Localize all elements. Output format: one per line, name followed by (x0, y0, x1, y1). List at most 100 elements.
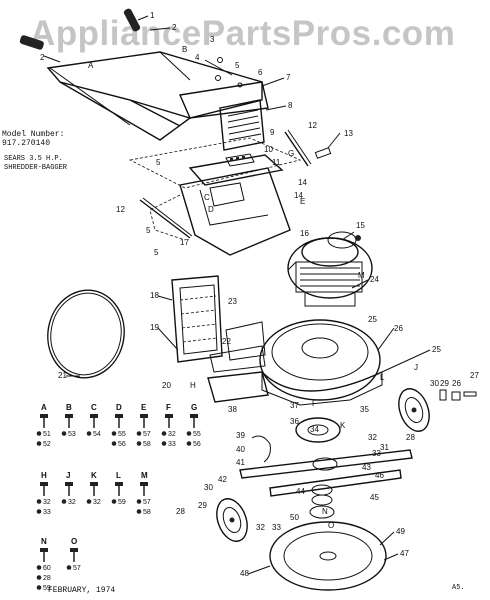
hardware-number: 58 (143, 509, 151, 516)
callout-12b: 12 (116, 205, 125, 214)
hardware-letter: K (91, 471, 97, 480)
callout-49: 49 (396, 527, 405, 536)
hardware-number: 33 (43, 509, 51, 516)
diagram-code: A5. (452, 584, 465, 592)
callout-B: B (182, 45, 187, 54)
hardware-number: 54 (93, 431, 101, 438)
callout-11: 11 (272, 158, 281, 167)
callout-32: 32 (368, 433, 377, 442)
callout-9: 9 (270, 128, 275, 137)
hardware-letter: G (191, 403, 197, 412)
hardware-number: 52 (43, 441, 51, 448)
hardware-number: 32 (68, 499, 76, 506)
blade-adapter-36 (295, 417, 341, 443)
callout-4: 4 (195, 53, 200, 62)
model-info: Model Number: 917.270140 (2, 130, 64, 148)
hardware-item-J: J32 (61, 471, 76, 506)
hardware-item-G: G 55 56 (186, 403, 201, 448)
washer-icon (161, 441, 167, 446)
callout-13: 13 (344, 129, 353, 138)
bolt-head-icon (65, 414, 73, 418)
hardware-letter: A (41, 403, 47, 412)
brand-info: SEARS 3.5 H.P. SHREDDER-BAGGER (4, 155, 67, 173)
hardware-letter: C (91, 403, 97, 412)
hardware-number: 55 (193, 431, 201, 438)
washer-icon (61, 431, 67, 436)
washer-icon (111, 431, 117, 436)
callout-30: 30 (430, 379, 439, 388)
spring-rod-12-left (139, 197, 193, 239)
callout-10: 10 (264, 145, 273, 154)
callout-labels: 1 2 2 3 4 5 6 7 8 9 10 11 12 12 13 14 14… (40, 11, 479, 578)
callout-26b: 26 (452, 379, 461, 388)
callout-16: 16 (300, 229, 309, 238)
callout-43: 43 (362, 463, 371, 472)
callout-23: 23 (228, 297, 237, 306)
washer-icon (36, 499, 42, 504)
callout-31: 31 (380, 443, 389, 452)
callout-7: 7 (286, 73, 291, 82)
callout-2b: 2 (40, 53, 45, 62)
callout-3: 3 (210, 35, 215, 44)
handle-grip-left (19, 35, 44, 50)
mower-deck-housing (209, 319, 383, 406)
callout-44: 44 (296, 487, 305, 496)
hardware-letter: D (116, 403, 122, 412)
hardware-number: 55 (118, 431, 126, 438)
callout-L: L (380, 373, 385, 382)
callout-C: C (204, 193, 210, 202)
wheel-rear (398, 388, 430, 432)
hardware-item-B: B53 (61, 403, 76, 438)
callout-19: 19 (150, 323, 159, 332)
callout-K: K (340, 421, 346, 430)
hardware-number: 53 (68, 431, 76, 438)
hardware-number: 56 (193, 441, 201, 448)
callout-15: 15 (356, 221, 365, 230)
bolt-head-icon (115, 482, 123, 486)
callout-35: 35 (360, 405, 369, 414)
callout-42: 42 (218, 475, 227, 484)
callout-36: 36 (290, 417, 299, 426)
callout-37: 37 (290, 401, 299, 410)
callout-D: D (208, 205, 214, 214)
hardware-number: 32 (168, 431, 176, 438)
spacer-stack (309, 484, 335, 519)
callout-M: M (358, 271, 365, 280)
washer-icon (36, 441, 42, 446)
callout-30b: 30 (204, 483, 213, 492)
leader-lines (43, 15, 431, 575)
callout-5: 5 (235, 61, 240, 70)
washer-icon (36, 509, 42, 514)
callout-26: 26 (394, 324, 403, 333)
washer-icon (161, 431, 167, 436)
washer-icon (36, 431, 42, 436)
hardware-number: 33 (168, 441, 176, 448)
bolt-head-icon (165, 414, 173, 418)
hardware-number: 51 (43, 431, 51, 438)
hardware-letter: O (71, 537, 77, 546)
callout-17: 17 (180, 238, 189, 247)
callout-45: 45 (370, 493, 379, 502)
drive-belt (47, 289, 125, 379)
date-text: FEBRUARY, 1974 (48, 586, 116, 595)
callout-25b: 25 (432, 345, 441, 354)
discharge-chute-38 (207, 371, 269, 403)
callout-G: G (288, 149, 294, 158)
callout-22: 22 (222, 337, 231, 346)
callout-5b: 5 (156, 158, 161, 167)
hardware-number: 57 (73, 565, 81, 572)
watermark: AppliancePartsPros.com (30, 14, 456, 53)
hardware-letter: H (41, 471, 47, 480)
brand-line-1: SEARS 3.5 H.P. (4, 155, 63, 163)
washer-icon (111, 441, 117, 446)
washer-icon (66, 565, 72, 570)
hardware-number: 57 (143, 431, 151, 438)
callout-5c: 5 (146, 226, 151, 235)
bolt-head-icon (115, 414, 123, 418)
handle-grip-right (123, 8, 141, 32)
